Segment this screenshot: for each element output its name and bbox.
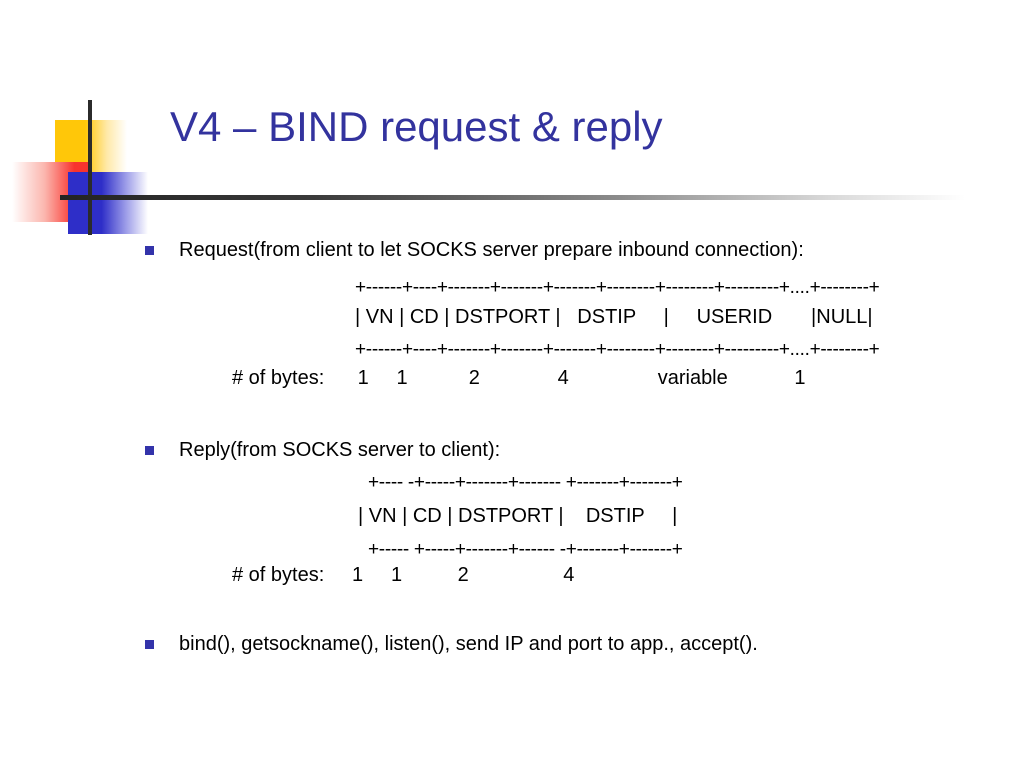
reply-packet-fields: | VN | CD | DSTPORT | DSTIP | bbox=[358, 505, 678, 527]
bullet-label-reply: Reply(from SOCKS server to client): bbox=[179, 439, 501, 461]
bullet-label-socket-calls: bind(), getsockname(), listen(), send IP… bbox=[179, 633, 758, 655]
bullet-item-request: Request(from client to let SOCKS server … bbox=[145, 238, 804, 262]
bullet-square-icon bbox=[145, 640, 154, 649]
bullet-item-reply: Reply(from SOCKS server to client): bbox=[145, 438, 500, 462]
request-packet-byte-counts: # of bytes: 1 1 2 4 variable 1 bbox=[232, 367, 806, 389]
request-packet-fields: | VN | CD | DSTPORT | DSTIP | USERID |NU… bbox=[355, 306, 873, 328]
reply-packet-border-bottom: +----- +-----+-------+------ -+-------+-… bbox=[368, 539, 683, 560]
request-packet-border-bottom: +------+----+-------+-------+-------+---… bbox=[355, 339, 880, 360]
bullet-label-request: Request(from client to let SOCKS server … bbox=[179, 239, 804, 261]
bullet-square-icon bbox=[145, 246, 154, 255]
request-packet-border-top: +------+----+-------+-------+-------+---… bbox=[355, 277, 880, 298]
decorative-logo bbox=[12, 100, 172, 235]
title-divider bbox=[60, 195, 965, 200]
page-title: V4 – BIND request & reply bbox=[170, 103, 663, 150]
logo-blue-square bbox=[68, 172, 148, 234]
bullet-item-socket-calls: bind(), getsockname(), listen(), send IP… bbox=[145, 632, 758, 656]
reply-packet-byte-counts: # of bytes: 1 1 2 4 bbox=[232, 564, 575, 586]
reply-packet-border-top: +---- -+-----+-------+------- +-------+-… bbox=[368, 472, 683, 493]
bullet-square-icon bbox=[145, 446, 154, 455]
logo-vertical-rule bbox=[88, 100, 92, 235]
